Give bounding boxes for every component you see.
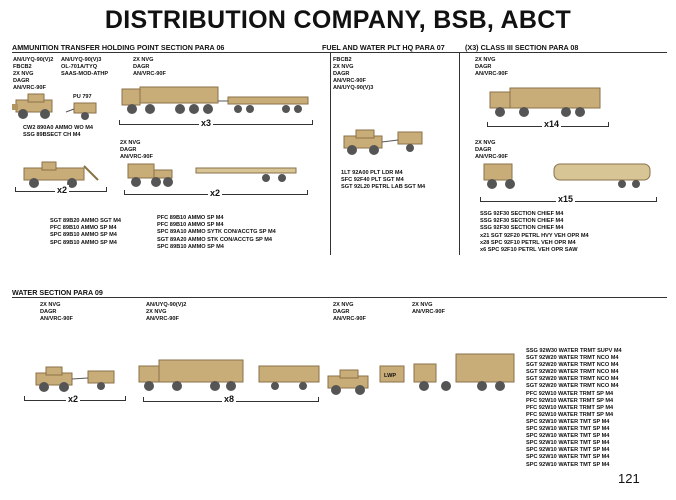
section-rule-water: [12, 297, 667, 298]
equipment-list-class3-a: 2X NVG DAGR AN/VRC-90F: [475, 57, 508, 77]
count-x2a: x2: [55, 185, 70, 195]
count-x15: x15: [556, 194, 576, 204]
divider-ammo-hq: [330, 52, 331, 255]
lwp-label: LWP: [384, 373, 397, 379]
forklift-icon: [23, 161, 99, 188]
personnel-class3: SSG 92F30 SECTION CHIEF M4 SSG 92F30 SEC…: [480, 211, 589, 254]
fuel-truck-icon: [489, 87, 601, 117]
water-hmmwv-trailer-icon: [35, 366, 115, 392]
count-x14: x14: [542, 119, 562, 129]
water-truck-trailer-icon: [138, 359, 320, 391]
water-hmmwv-icon: [327, 369, 369, 395]
equipment-list-class3-b: 2X NVG DAGR AN/VRC-90F: [475, 140, 508, 160]
equipment-list-water-c: 2X NVG DAGR AN/VRC-90F: [333, 302, 366, 322]
count-bracket-x3: [119, 120, 313, 125]
section-rule-top: [12, 52, 667, 53]
personnel-hq: 1LT 92A00 PLT LDR M4 SFC 92F40 PLT SGT M…: [341, 170, 426, 191]
page-title: DISTRIBUTION COMPANY, BSB, ABCT: [104, 6, 572, 34]
personnel-ammo-top: CW2 890A0 AMMO WO M4 SSG 89BSECT CH M4: [23, 125, 94, 139]
tractor-flatbed-icon: [127, 163, 297, 187]
section-header-fuel-water-hq: FUEL AND WATER PLT HQ PARA 07: [322, 43, 445, 52]
hq-hmmwv-trailer-icon: [343, 129, 423, 155]
divider-hq-class3: [459, 52, 460, 255]
personnel-water: SSG 92W30 WATER TRMT SUPV M4 SGT 92W20 W…: [526, 348, 622, 468]
trailer-icon: [65, 102, 97, 120]
section-header-class3: (X3) CLASS III SECTION PARA 08: [465, 43, 579, 52]
personnel-ammo-right: PFC 89B10 AMMO SP M4 PFC 89B10 AMMO SP M…: [157, 215, 276, 250]
equipment-list-hq: FBCB2 2X NVG DAGR AN/VRC-90F AN/UYQ-90(V…: [333, 57, 374, 91]
lwp-icon: [379, 365, 405, 383]
trailer-label: PU 797: [73, 94, 92, 100]
water-storage-truck-icon: [413, 353, 515, 391]
page-number: 121: [618, 471, 640, 486]
hmmwv-icon: [12, 93, 53, 119]
equipment-list-water-b: AN/UYQ-90(V)2 2X NVG AN/VRC-90F: [146, 302, 187, 322]
equipment-list-water-d: 2X NVG AN/VRC-90F: [412, 302, 445, 315]
count-w-x2: x2: [66, 394, 81, 404]
equipment-list-ammo-a: AN/UYQ-90(V)2 FBCB2 2X NVG DAGR AN/VRC-9…: [13, 57, 54, 91]
count-x2b: x2: [208, 188, 223, 198]
equipment-list-ammo-b: AN/UYQ-90(V)3 OL-701A/TYQ SAAS-MOD-ATHP: [61, 57, 109, 77]
section-header-ammo: AMMUNITION TRANSFER HOLDING POINT SECTIO…: [12, 43, 225, 52]
count-x3: x3: [199, 118, 214, 128]
equipment-list-ammo-d: 2X NVG DAGR AN/VRC-90F: [120, 140, 153, 160]
pls-truck-icon: [121, 86, 309, 114]
equipment-list-ammo-c: 2X NVG DAGR AN/VRC-90F: [133, 57, 166, 77]
count-w-x8: x8: [222, 394, 237, 404]
tanker-tractor-icon: [483, 163, 651, 189]
section-header-water: WATER SECTION PARA 09: [12, 288, 103, 297]
personnel-ammo-left: SGT 89B20 AMMO SGT M4 PFC 89B10 AMMO SP …: [50, 218, 121, 246]
equipment-list-water-a: 2X NVG DAGR AN/VRC-90F: [40, 302, 73, 322]
